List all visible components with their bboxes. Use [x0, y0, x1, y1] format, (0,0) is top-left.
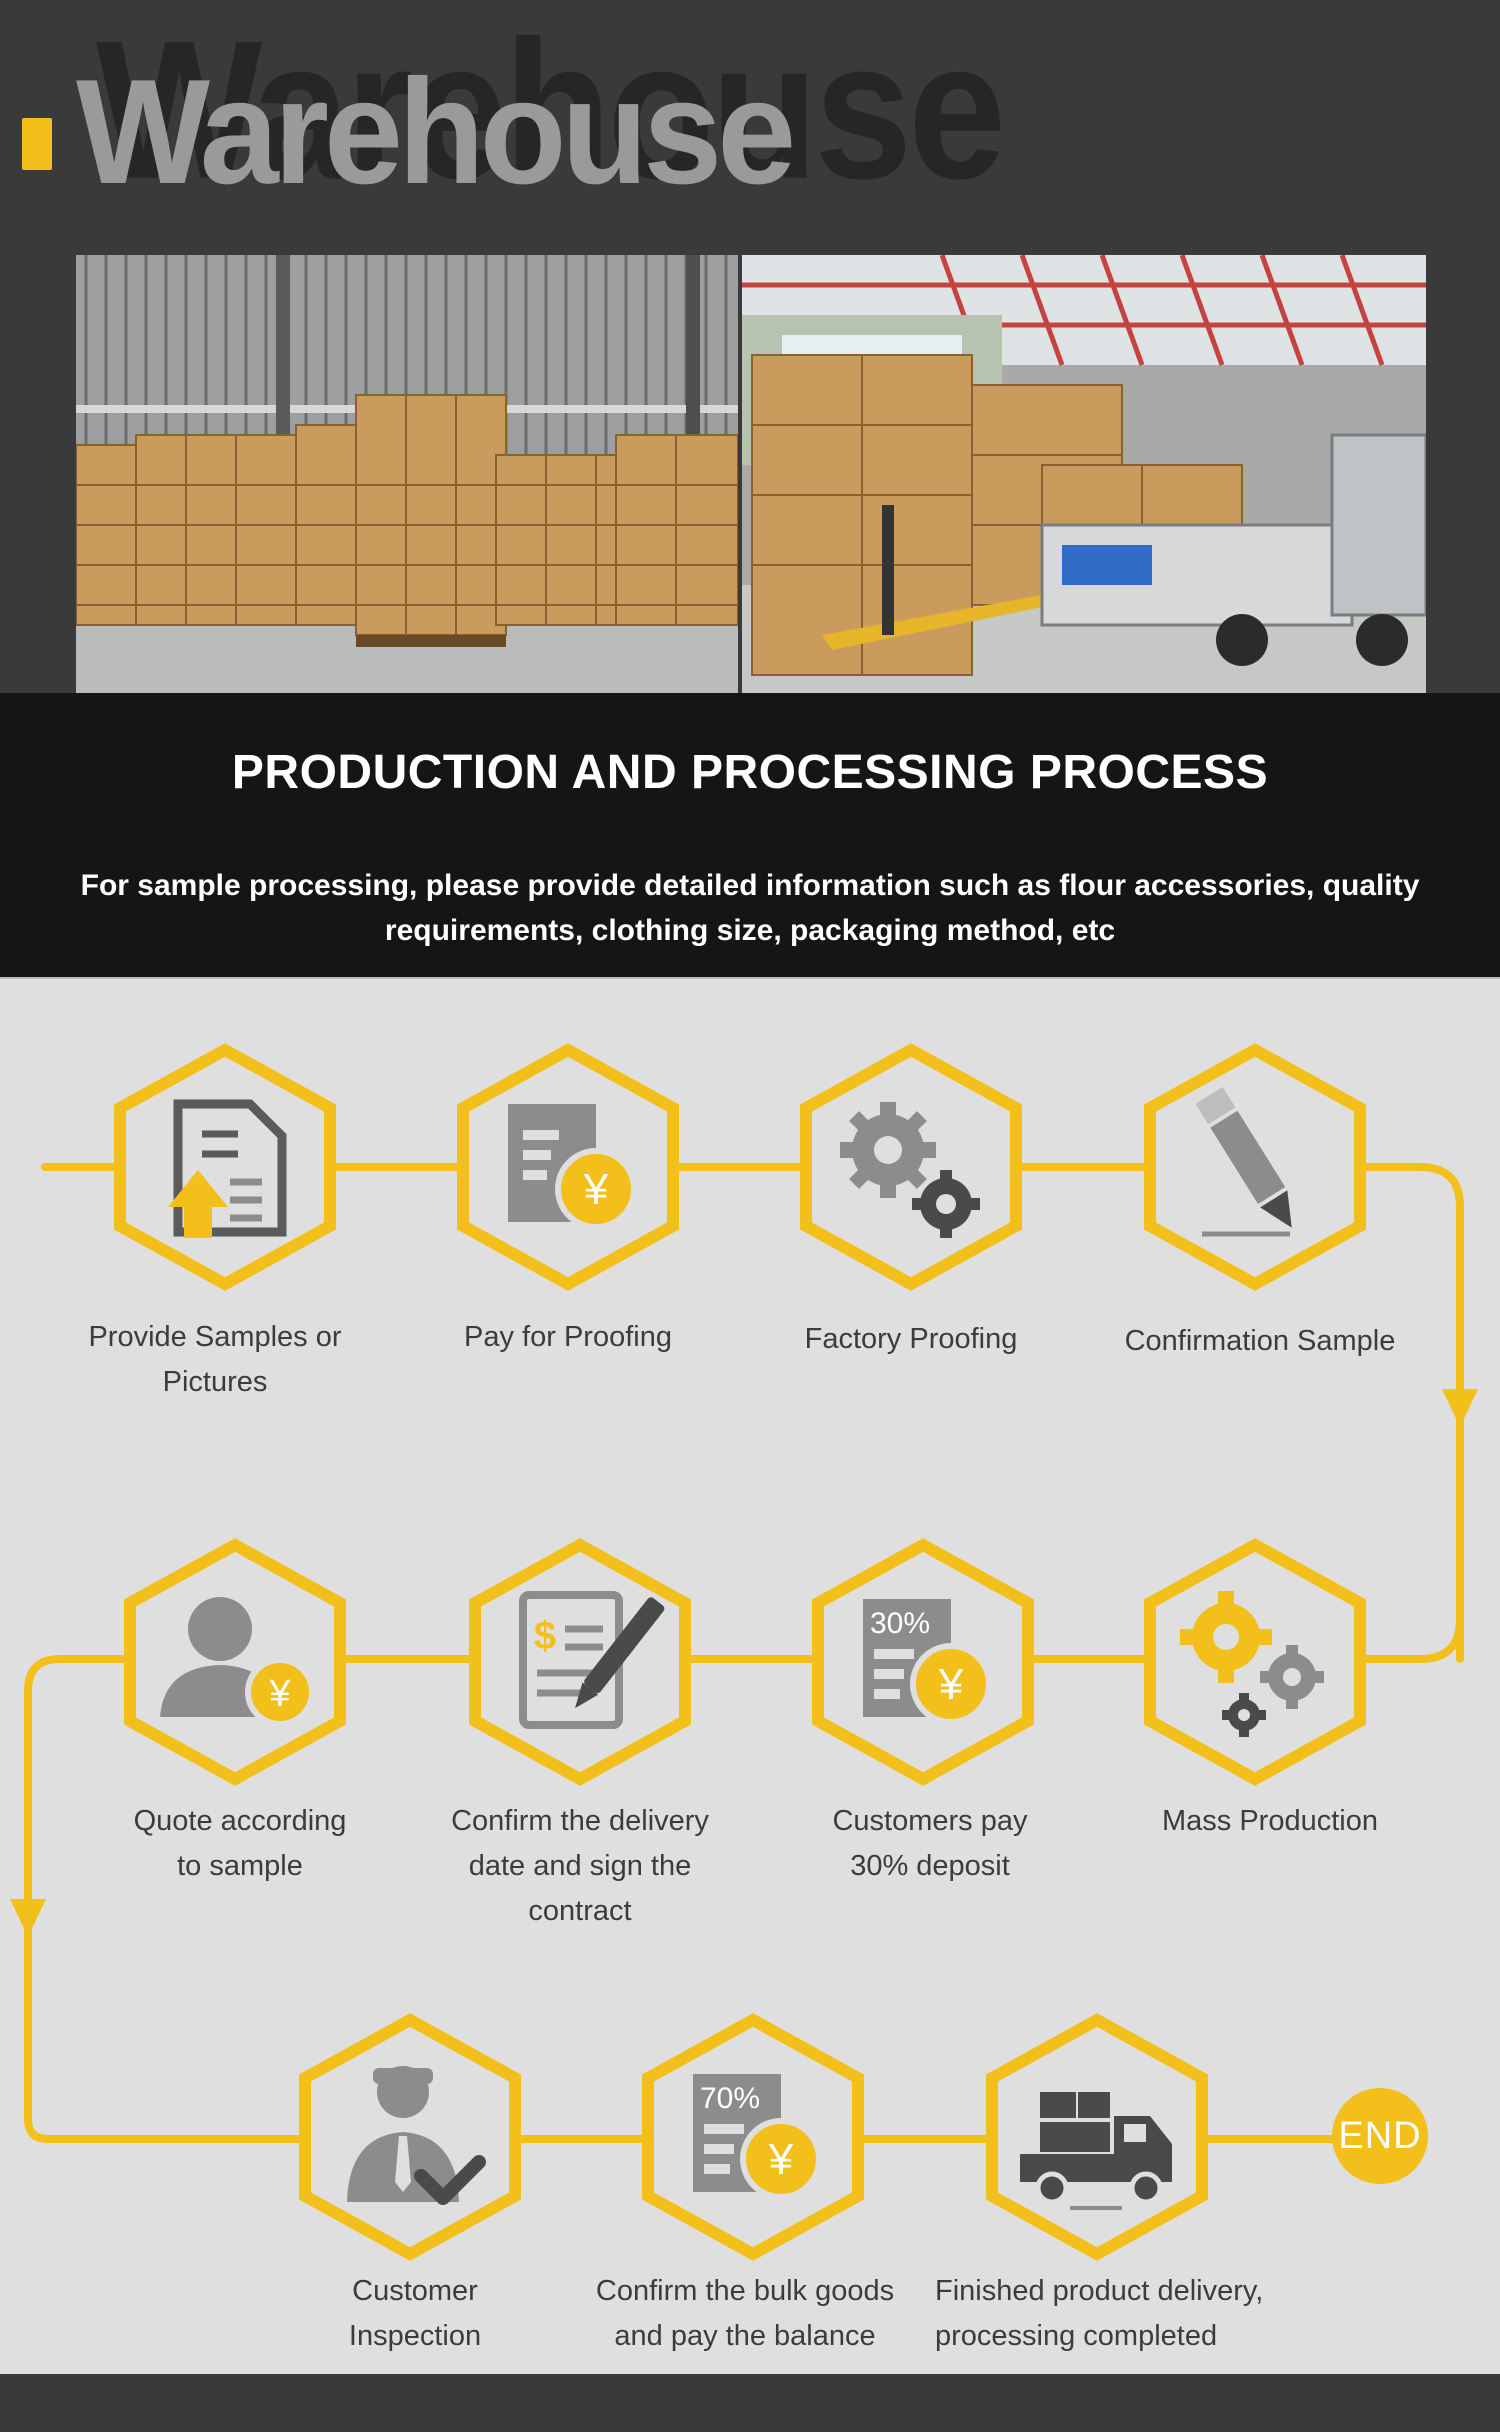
step-4 — [1140, 1042, 1370, 1292]
arrow-down-left — [10, 1899, 46, 1937]
production-title: PRODUCTION AND PROCESSING PROCESS — [231, 746, 1269, 799]
step-6: $ — [465, 1537, 695, 1787]
step-11 — [982, 2012, 1212, 2262]
pencil-icon — [1144, 1043, 1366, 1291]
flow-connector-lines — [10, 1163, 1478, 2143]
step-7-label: Customers pay 30% deposit — [832, 1805, 1028, 1882]
step-8 — [1140, 1537, 1370, 1787]
delivery-truck-icon — [986, 2013, 1208, 2261]
step-9-label: Customer Inspection — [348, 2275, 482, 2352]
balance-70-icon: 70% ¥ — [642, 2013, 864, 2261]
step-8-label: Mass Production — [1162, 1805, 1378, 1837]
process-flow: Provide Samples or Pictures ¥ Pay for Pr… — [0, 977, 1500, 2376]
loading-photo — [742, 255, 1426, 693]
production-gears-icon — [1144, 1538, 1366, 1786]
svg-text:$: $ — [534, 1614, 556, 1658]
payment-yen-icon: ¥ — [457, 1043, 679, 1291]
svg-text:¥: ¥ — [268, 1673, 291, 1715]
warehouse-background-title: Warehouse — [96, 0, 1006, 221]
step-9 — [295, 2012, 525, 2262]
step-10-label: Confirm the bulk goods and pay the balan… — [595, 2275, 895, 2352]
production-header-band: PRODUCTION AND PROCESSING PROCESS For sa… — [0, 693, 1500, 977]
arrow-down-right — [1442, 1389, 1478, 1427]
gears-icon — [800, 1043, 1022, 1291]
step-1-label: Provide Samples or Pictures — [88, 1321, 342, 1398]
step-7: 30% ¥ — [808, 1537, 1038, 1787]
deposit-badge: 30% — [870, 1607, 930, 1640]
deposit-30-icon: 30% ¥ — [812, 1538, 1034, 1786]
end-badge: END — [1332, 2088, 1428, 2184]
step-1 — [110, 1042, 340, 1292]
footer-strip — [0, 2374, 1500, 2432]
contract-sign-icon: $ — [469, 1538, 691, 1786]
step-3-label: Factory Proofing — [804, 1323, 1018, 1355]
step-4-label: Confirmation Sample — [1124, 1325, 1396, 1357]
step-11-label: Finished product delivery, processing co… — [935, 2275, 1264, 2352]
step-3 — [796, 1042, 1026, 1292]
inspector-check-icon — [299, 2013, 521, 2261]
warehouse-title: Warehouse — [76, 48, 796, 216]
document-upload-icon — [114, 1043, 336, 1291]
warehouse-section: Warehouse Warehouse — [0, 0, 1500, 693]
step-5-label: Quote according to sample — [133, 1805, 347, 1882]
step-6-label: Confirm the delivery date and sign the c… — [451, 1805, 709, 1927]
step-2: ¥ — [453, 1042, 683, 1292]
balance-badge: 70% — [700, 2082, 760, 2115]
title-marker — [22, 118, 52, 170]
svg-text:¥: ¥ — [583, 1165, 609, 1214]
step-10: 70% ¥ — [638, 2012, 868, 2262]
step-5: ¥ — [120, 1537, 350, 1787]
svg-text:¥: ¥ — [768, 2135, 794, 2184]
step-2-label: Pay for Proofing — [464, 1321, 672, 1353]
person-yen-icon: ¥ — [124, 1538, 346, 1786]
svg-text:¥: ¥ — [938, 1660, 964, 1709]
warehouse-photo — [76, 255, 738, 693]
production-description: For sample processing, please provide de… — [80, 869, 1420, 947]
